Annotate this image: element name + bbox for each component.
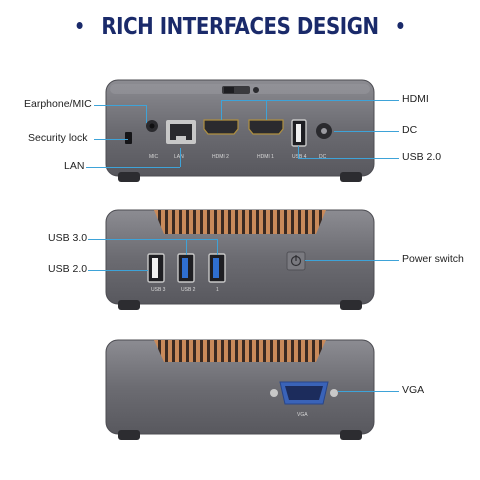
- callout-line: [221, 100, 399, 101]
- callout-vga: VGA: [402, 384, 425, 396]
- callout-dc: DC: [402, 124, 418, 136]
- rear-port-label: LAN: [174, 154, 184, 160]
- callout-line: [186, 239, 187, 255]
- callout-line: [338, 391, 399, 392]
- callout-line: [86, 167, 180, 168]
- title-text: RICH INTERFACES DESIGN: [101, 14, 379, 40]
- vga-port-label: VGA: [297, 412, 308, 418]
- callout-line: [94, 139, 128, 140]
- callout-line: [88, 270, 148, 271]
- side-panel-device: VGA: [104, 336, 376, 446]
- rear-port-label: USB 4: [292, 154, 307, 160]
- front-panel-device: USB 3 USB 2 1: [104, 206, 376, 316]
- callout-line: [334, 131, 399, 132]
- side-panel-illustration: VGA: [105, 339, 375, 440]
- front-port-label: 1: [216, 287, 219, 293]
- callout-usb-3-0: USB 3.0: [48, 232, 88, 244]
- front-panel-illustration: USB 3 USB 2 1: [105, 209, 375, 310]
- callout-line: [266, 100, 267, 120]
- front-port-label: USB 2: [181, 287, 196, 293]
- callout-line: [94, 105, 146, 106]
- rear-port-label: MIC: [149, 154, 159, 160]
- callout-line: [180, 148, 181, 167]
- rear-port-label: DC: [319, 154, 327, 160]
- rear-port-label: HDMI 1: [257, 154, 274, 160]
- page-title: RICH INTERFACES DESIGN: [34, 14, 447, 40]
- callout-line: [217, 239, 218, 255]
- callout-power-switch: Power switch: [402, 253, 464, 265]
- callout-line: [298, 146, 299, 158]
- callout-usb-2-0-rear: USB 2.0: [402, 151, 442, 163]
- front-port-label: USB 3: [151, 287, 166, 293]
- callout-hdmi: HDMI: [402, 93, 429, 105]
- rear-panel-device: MIC LAN HDMI 2 HDMI 1 USB 4 DC: [104, 76, 376, 188]
- callout-line: [305, 260, 399, 261]
- title-dot-left: [76, 22, 83, 29]
- callout-line: [298, 158, 399, 159]
- callout-line: [88, 239, 218, 240]
- callout-usb-2-0-front: USB 2.0: [48, 263, 88, 275]
- callout-security-lock: Security lock: [28, 132, 88, 144]
- rear-panel-illustration: MIC LAN HDMI 2 HDMI 1 USB 4 DC: [105, 79, 375, 182]
- rear-port-label: HDMI 2: [212, 154, 229, 160]
- callout-line: [221, 100, 222, 120]
- callout-earphone-mic: Earphone/MIC: [24, 98, 92, 110]
- callout-lan: LAN: [64, 160, 85, 172]
- title-dot-right: [397, 22, 404, 29]
- callout-line: [146, 105, 147, 123]
